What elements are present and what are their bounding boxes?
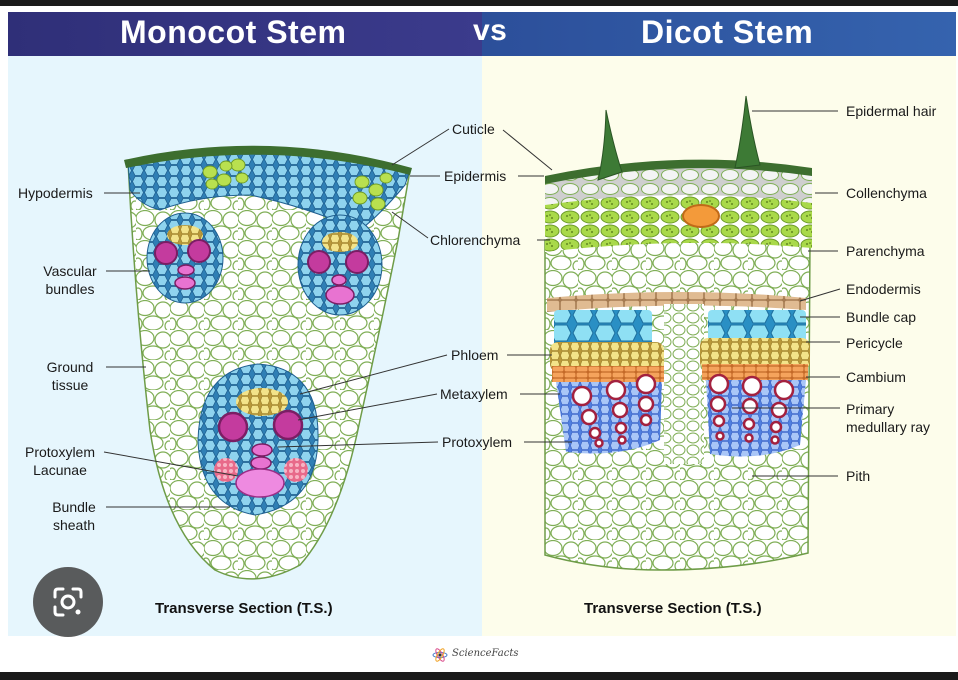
bottom-bar [0, 672, 958, 680]
monocot-header [8, 12, 482, 56]
monocot-cuticle [124, 145, 412, 175]
label-vascular-bundles-line2: bundles [45, 281, 95, 297]
label-cuticle: Cuticle [452, 121, 495, 137]
label-vascular-bundles-line1: Vascular [43, 263, 97, 279]
dicot-vascular-bundle-right [700, 310, 810, 457]
monocot-caption: Transverse Section (T.S.) [155, 600, 333, 617]
monocot-leader-lines [103, 128, 450, 508]
dicot-header [482, 12, 956, 56]
dicot-epidermal-hair-2 [734, 95, 761, 169]
dicot-chlorenchyma [545, 194, 812, 252]
label-bundle-sheath-line1: Bundle [52, 499, 96, 515]
label-ground-tissue: Ground tissue [40, 358, 100, 394]
label-protoxylem-lacunae-line1: Protoxylem [24, 444, 96, 460]
monocot-vascular-bundle-3 [197, 363, 319, 516]
label-pericycle: Pericycle [846, 335, 903, 351]
label-primary-medullary-ray: Primary medullary ray [846, 400, 930, 436]
dicot-vascular-bundle-left [550, 310, 664, 454]
top-bar [0, 0, 958, 6]
label-bundle-cap: Bundle cap [846, 309, 917, 325]
label-epidermis: Epidermis [444, 168, 507, 184]
label-protoxylem-lacunae: Protoxylem Lacunae [18, 443, 102, 479]
dicot-title: Dicot Stem [641, 14, 814, 50]
monocot-vascular-bundle-1 [146, 212, 224, 304]
label-pith: Pith [846, 468, 871, 484]
vs-label: vs [473, 14, 508, 47]
label-bundle-sheath-line2: sheath [52, 517, 96, 533]
label-vascular-bundles: Vascular bundles [38, 262, 102, 298]
label-endodermis: Endodermis [846, 281, 921, 297]
label-cambium: Cambium [846, 369, 906, 385]
label-hypodermis: Hypodermis [18, 185, 93, 201]
dicot-leader-lines [502, 110, 841, 477]
footer-brand: ScienceFacts [452, 648, 519, 659]
label-ground-tissue-line1: Ground [46, 359, 94, 375]
dicot-stem [544, 95, 812, 571]
monocot-chlorenchyma [202, 158, 393, 211]
label-epidermal-hair: Epidermal hair [846, 103, 937, 119]
google-lens-button[interactable] [33, 567, 103, 637]
monocot-title: Monocot Stem [120, 14, 347, 50]
label-collenchyma: Collenchyma [846, 185, 927, 201]
label-ground-tissue-line2: tissue [51, 377, 89, 393]
label-primary-medullary-ray-line2: medullary ray [846, 419, 931, 435]
label-protoxylem: Protoxylem [442, 434, 513, 450]
dicot-endodermis [547, 292, 806, 312]
label-bundle-sheath: Bundle sheath [44, 498, 104, 534]
dicot-caption: Transverse Section (T.S.) [584, 600, 762, 617]
monocot-vascular-bundle-2 [297, 214, 383, 316]
monocot-stem [124, 145, 412, 580]
google-lens-icon [53, 587, 83, 617]
label-chlorenchyma: Chlorenchyma [430, 232, 521, 248]
label-parenchyma: Parenchyma [846, 243, 925, 259]
dicot-medullary-ray [664, 304, 704, 464]
dicot-resin-duct [682, 204, 720, 228]
atom-logo-icon [432, 648, 448, 662]
label-protoxylem-lacunae-line2: Lacunae [33, 462, 87, 478]
dicot-epidermal-hair-1 [597, 109, 623, 181]
label-metaxylem: Metaxylem [440, 386, 508, 402]
label-phloem: Phloem [451, 347, 499, 363]
label-primary-medullary-ray-line1: Primary [846, 401, 895, 417]
